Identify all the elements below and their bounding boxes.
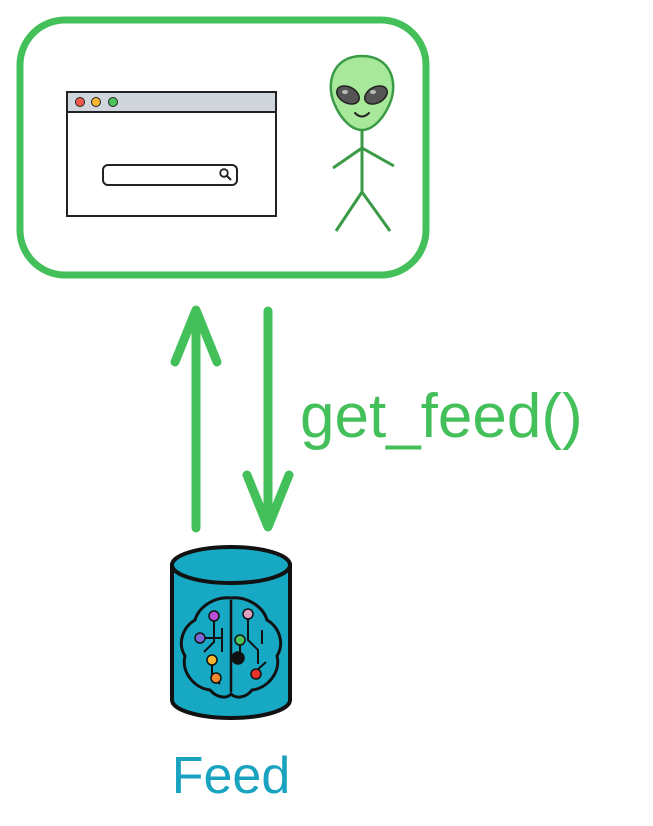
browser-title-bar (66, 91, 277, 113)
client-container (16, 16, 430, 279)
search-box (102, 164, 238, 186)
window-maximize-dot (108, 97, 118, 107)
feed-label: Feed (172, 747, 291, 805)
alien-user-icon (329, 54, 395, 232)
search-icon (219, 168, 232, 181)
window-close-dot (75, 97, 85, 107)
request-arrow (242, 306, 294, 532)
window-minimize-dot (91, 97, 101, 107)
response-arrow (170, 305, 222, 533)
browser-window-icon (66, 91, 277, 217)
function-call-label: get_feed() (300, 382, 583, 451)
brain-circuit-icon (179, 596, 283, 699)
